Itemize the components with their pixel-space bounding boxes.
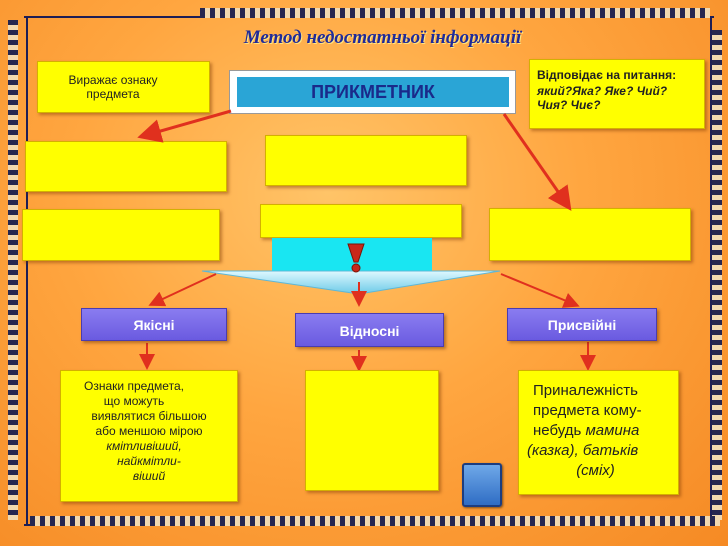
right-note-box: Відповідає на питання: який?Яка? Яке? Чи… <box>529 59 705 129</box>
arrow-to-left-box <box>137 109 232 143</box>
main-title: ПРИКМЕТНИК <box>237 77 509 107</box>
empty-box-1 <box>25 141 227 192</box>
qual-example2: найкмітли- <box>117 454 181 468</box>
possessive-desc-box: Приналежність предмета кому- небудь мами… <box>518 370 679 495</box>
right-note-line1: Відповідає на питання: <box>537 68 677 82</box>
left-note-box: Виражає ознаку предмета <box>37 61 210 113</box>
right-note-line2: який?Яка? Яке? Чий? <box>537 84 668 98</box>
qual-example1: кмітливіший, <box>106 439 182 453</box>
left-note-line1: Виражає ознаку <box>68 73 158 87</box>
qual-line4: або меншою мірою <box>95 424 203 438</box>
frame-right-checker <box>712 30 722 520</box>
empty-box-4 <box>260 204 462 238</box>
frame-top-checker <box>200 8 710 18</box>
poss-line1: Приналежність <box>533 382 638 399</box>
possessive-label: Присвійні <box>507 308 657 341</box>
home-button[interactable] <box>462 463 502 507</box>
empty-box-5 <box>489 208 691 261</box>
relative-label: Відносні <box>295 313 444 347</box>
left-note-line2: предмета <box>86 87 140 101</box>
slide-title: Метод недостатньої інформації <box>243 27 522 48</box>
qual-line1: Ознаки предмета, <box>84 379 184 393</box>
empty-box-3 <box>22 209 220 261</box>
cyan-block <box>272 238 432 272</box>
empty-box-2 <box>265 135 467 186</box>
poss-example1: мамина <box>585 422 640 439</box>
right-note-line3: Чия? Чиє? <box>537 98 601 112</box>
qual-line3: виявлятися більшою <box>91 409 207 423</box>
qual-example3: віший <box>132 469 166 483</box>
poss-example2-tail: (сміх) <box>576 462 615 479</box>
frame-left-line <box>26 16 28 526</box>
relative-desc-box <box>305 370 439 491</box>
frame-bottom-checker <box>30 516 720 526</box>
main-title-box: ПРИКМЕТНИК <box>229 70 516 114</box>
qual-line2: що можуть <box>103 394 165 408</box>
poss-example1-tail: (казка), батьків <box>527 442 639 459</box>
qualitative-desc-box: Ознаки предмета, що можуть виявлятися бі… <box>60 370 238 502</box>
funnel-shape <box>201 270 501 295</box>
poss-line3: небудь <box>533 422 582 439</box>
arrow-to-qualitative <box>148 273 217 307</box>
poss-line2: предмета кому- <box>533 402 642 419</box>
frame-right-line <box>710 16 712 526</box>
frame-left-checker <box>8 20 18 520</box>
qualitative-label: Якісні <box>81 308 227 341</box>
arrow-to-possessive <box>500 273 580 308</box>
